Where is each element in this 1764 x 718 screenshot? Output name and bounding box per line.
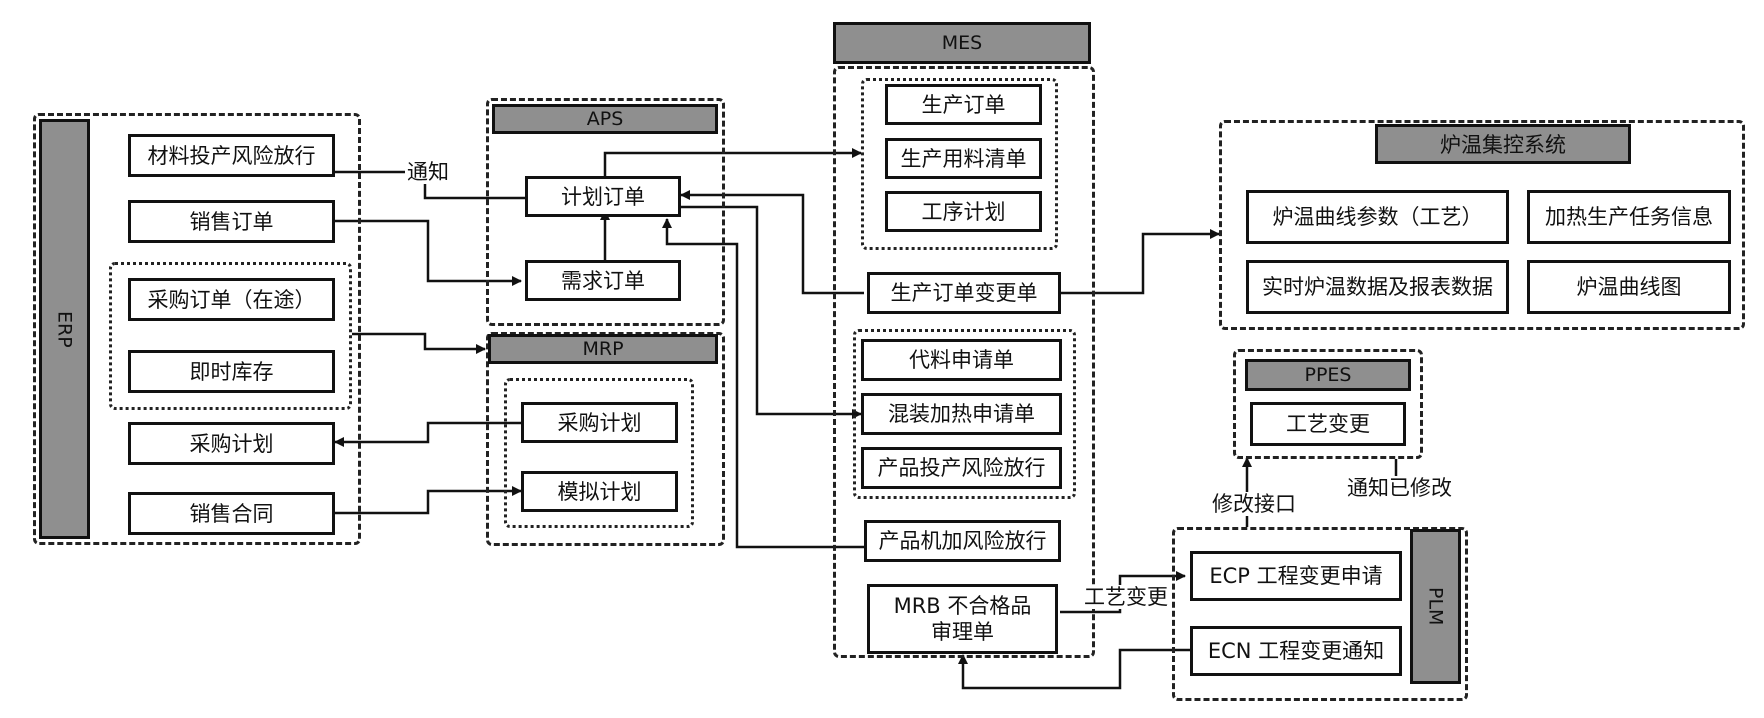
- production-bom: 生产用料清单: [885, 138, 1042, 179]
- edge-ecn-to-mrb: [958, 648, 1190, 690]
- mrp-purchase-plan: 采购计划: [521, 402, 678, 443]
- material-risk-release: 材料投产风险放行: [128, 134, 335, 177]
- sales-contract: 销售合同: [128, 492, 335, 535]
- plan-order: 计划订单: [525, 176, 681, 217]
- mrp-group: [486, 332, 725, 546]
- plm-header: PLM: [1410, 529, 1461, 684]
- heating-task-info: 加热生产任务信息: [1527, 190, 1731, 244]
- realtime-furnace-data: 实时炉温数据及报表数据: [1246, 260, 1509, 314]
- edge-sales-order-to-demand-order: [330, 219, 522, 286]
- instant-stock: 即时库存: [128, 350, 335, 393]
- process-plan: 工序计划: [885, 191, 1042, 232]
- erp-group: [33, 113, 361, 545]
- label-notify-modified: 通知已修改: [1345, 476, 1454, 500]
- mrp-header: MRP: [488, 334, 718, 364]
- production-order-change: 生产订单变更单: [867, 272, 1061, 314]
- furnace-header: 炉温集控系统: [1375, 124, 1631, 164]
- mixed-heating-request: 混装加热申请单: [861, 393, 1062, 435]
- ecn-change-notice: ECN 工程变更通知: [1190, 626, 1402, 676]
- mrb-line-1: MRB 不合格品: [893, 594, 1032, 618]
- purchase-order-in-transit: 采购订单（在途）: [128, 278, 335, 321]
- sales-order: 销售订单: [128, 200, 335, 243]
- edge-machining-risk-to-plan-order: [662, 218, 864, 549]
- edge-order-change-to-furnace: [1061, 229, 1220, 295]
- mrb-line-2: 审理单: [931, 620, 994, 644]
- machining-risk-release: 产品机加风险放行: [864, 520, 1061, 562]
- simulation-plan: 模拟计划: [521, 471, 678, 512]
- edge-erp-stock-to-mrp: [352, 332, 486, 354]
- edge-plan-order-to-production-order: [603, 148, 862, 183]
- ecp-change-request: ECP 工程变更申请: [1190, 551, 1402, 601]
- aps-header: APS: [492, 104, 718, 134]
- aps-group: [486, 98, 725, 326]
- furnace-curve-params: 炉温曲线参数（工艺）: [1246, 190, 1509, 244]
- plm-group: [1172, 527, 1468, 701]
- edge-sales-contract-to-simulation: [330, 486, 522, 515]
- erp-inventory-subgroup: [109, 262, 352, 410]
- ppes-group: [1233, 349, 1423, 459]
- ppes-process-change: 工艺变更: [1250, 402, 1406, 446]
- mes-order-subgroup: [861, 78, 1058, 250]
- edge-mrp-purchase-to-erp-purchase: [334, 421, 521, 447]
- furnace-curve-chart: 炉温曲线图: [1527, 260, 1731, 314]
- substitute-material-request: 代料申请单: [861, 339, 1062, 381]
- erp-purchase-plan: 采购计划: [128, 422, 335, 465]
- edge-plan-order-to-mixed-heat: [681, 205, 862, 419]
- product-risk-release: 产品投产风险放行: [861, 447, 1062, 489]
- production-order: 生产订单: [885, 84, 1042, 125]
- ppes-header: PPES: [1245, 359, 1411, 391]
- label-process-change: 工艺变更: [1082, 585, 1170, 609]
- mes-header: MES: [833, 22, 1091, 64]
- edge-plan-order-to-material-risk: [311, 167, 525, 200]
- erp-header: ERP: [39, 119, 90, 539]
- label-notify: 通知: [405, 160, 451, 184]
- mrb-review-sheet: MRB 不合格品 审理单: [867, 584, 1058, 654]
- mes-group: [833, 66, 1095, 658]
- mrp-subgroup: [504, 378, 694, 528]
- demand-order: 需求订单: [525, 260, 681, 301]
- furnace-group: [1219, 120, 1745, 330]
- label-modify-interface: 修改接口: [1210, 492, 1298, 516]
- mes-request-subgroup: [853, 329, 1076, 499]
